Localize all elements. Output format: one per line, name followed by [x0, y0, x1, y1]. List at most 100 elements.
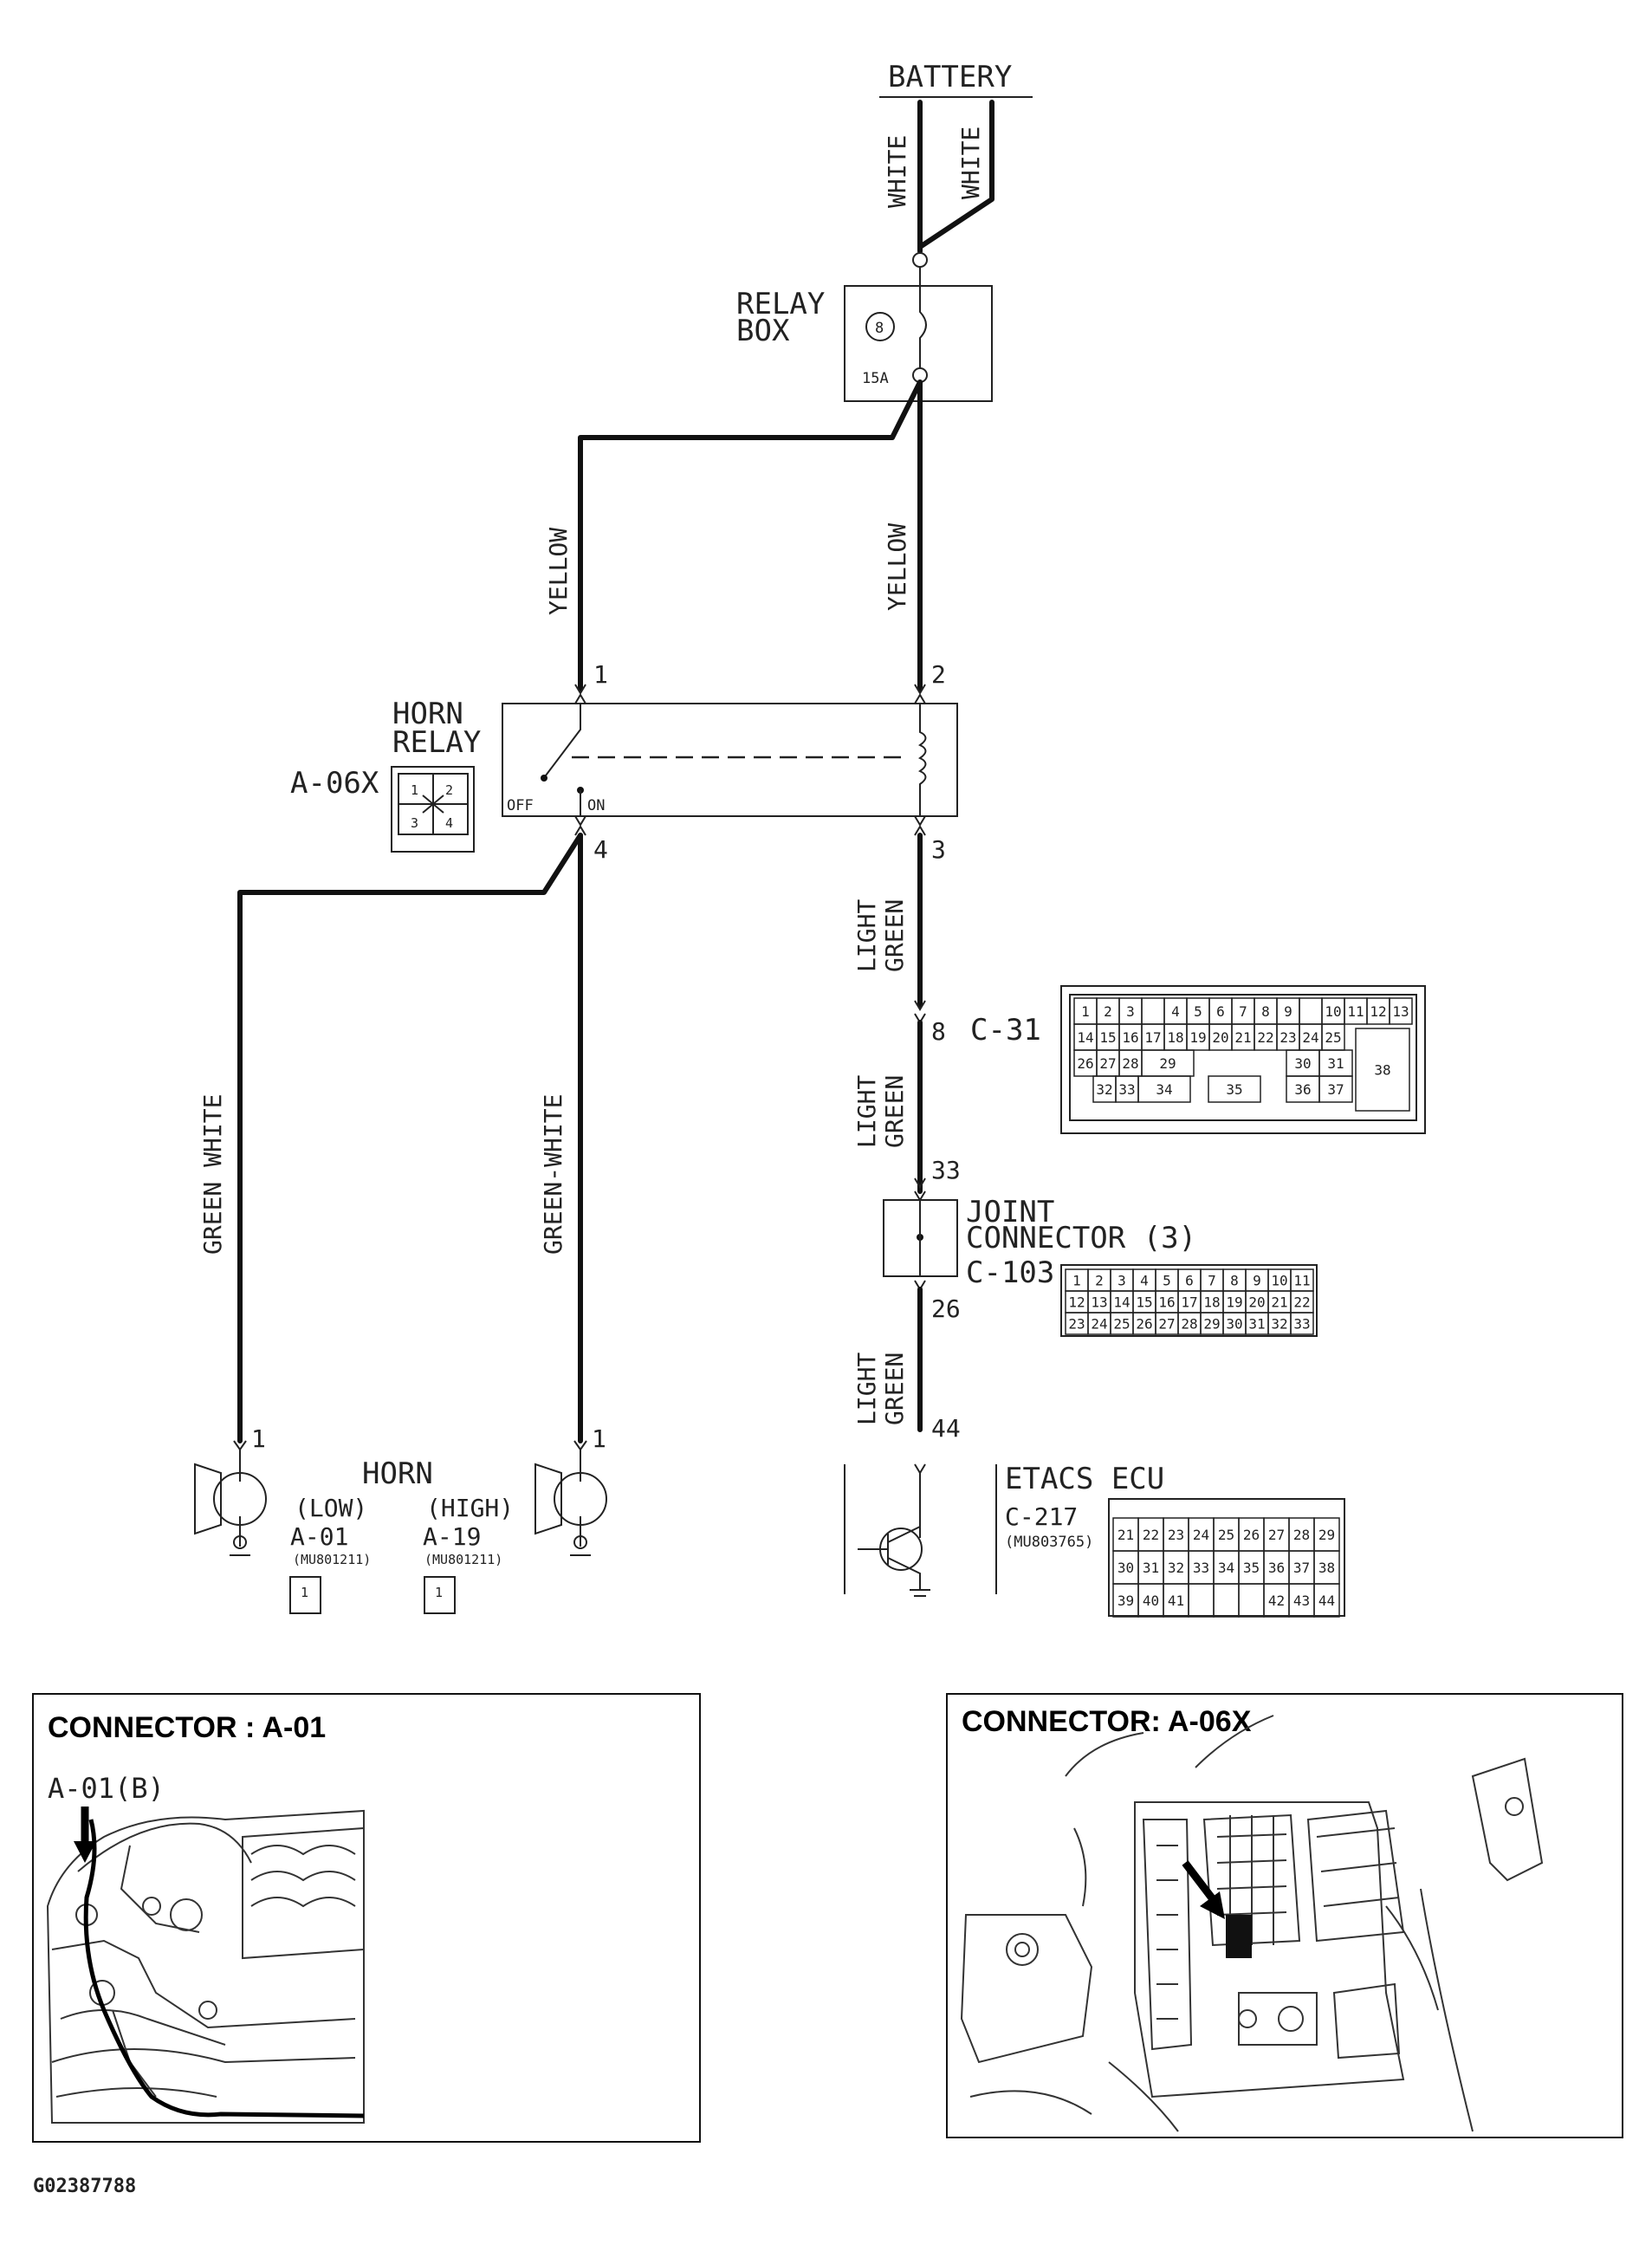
- c103-pin-cell: [1290, 1312, 1314, 1335]
- panel-a01: CONNECTOR : A-01 A-01(B): [32, 1693, 701, 2143]
- horn-relay-pin2: 2: [931, 660, 946, 689]
- c217-pin-label: 33: [1193, 1560, 1209, 1576]
- etacs-pin44: 44: [931, 1414, 961, 1443]
- wire-left-feed: [578, 379, 923, 691]
- c31-pin-label: 2: [1104, 1003, 1112, 1020]
- c103-pin-label: 13: [1091, 1294, 1107, 1311]
- horn-low-connector-face: [289, 1576, 321, 1614]
- c217-pin-cell: [1313, 1583, 1340, 1618]
- c217-pin-label: 26: [1243, 1527, 1260, 1543]
- c217-pin-label: 22: [1143, 1527, 1159, 1543]
- a01-harness: [83, 1819, 365, 2118]
- relay-switch-arm: [545, 704, 581, 776]
- c103-pin-label: 16: [1158, 1294, 1175, 1311]
- wire-lg-2-line2: GREEN: [880, 1075, 909, 1148]
- c103-pin-label: 7: [1208, 1273, 1216, 1289]
- c103-pin-label: 19: [1226, 1294, 1242, 1311]
- panel-a06x: CONNECTOR: A-06X: [946, 1693, 1623, 2138]
- c217-pin-label: 35: [1243, 1560, 1260, 1576]
- joint-connector-pin26: 26: [931, 1294, 961, 1323]
- etacs-transistor-leads: [858, 1526, 921, 1590]
- c31-connector-id: C-31: [970, 1013, 1041, 1048]
- c217-pin-label: 27: [1268, 1527, 1285, 1543]
- c103-pin-label: 17: [1181, 1294, 1197, 1311]
- fuse-rating: 15A: [862, 370, 889, 387]
- wire-horn-low: [237, 833, 583, 1443]
- relay-pin2-terminal: [914, 684, 926, 704]
- c103-pin-label: 27: [1158, 1316, 1175, 1333]
- horn-high-bell: [534, 1463, 562, 1535]
- fuse-element: [919, 267, 927, 368]
- c31-pin33: 33: [931, 1156, 961, 1184]
- c31-pin-cell: [1208, 1075, 1261, 1103]
- c31-pin-label: 18: [1167, 1029, 1183, 1046]
- horn-low-pin: 1: [251, 1424, 266, 1453]
- c217-pin-label: 42: [1268, 1593, 1285, 1609]
- c217-pin-cell: [1213, 1583, 1240, 1618]
- battery-wire-left-color: WHITE: [883, 135, 911, 208]
- relay-state-on: ON: [587, 797, 605, 814]
- a06x-connector-face: 1 2 3 4: [391, 766, 475, 853]
- c103-pin-label: 2: [1095, 1273, 1104, 1289]
- wire-horn-low-color: GREEN WHITE: [198, 1094, 227, 1255]
- etacs-part-no: (MU803765): [1005, 1534, 1093, 1551]
- c217-pin-label: 34: [1218, 1560, 1234, 1576]
- fuse-box-illustration: [960, 1715, 1544, 2132]
- c31-pin-label: 20: [1212, 1029, 1228, 1046]
- c31-pin-cell: [1389, 997, 1413, 1025]
- c217-pin-label: 32: [1168, 1560, 1184, 1576]
- horn-low-bell: [194, 1463, 222, 1535]
- a06x-face-pin2: 2: [445, 782, 453, 798]
- c31-pin-cell: [1137, 1075, 1191, 1103]
- horn-low-ground-terminal: [233, 1535, 247, 1549]
- joint-connector-label-line1: JOINT: [966, 1195, 1054, 1229]
- c217-pin-label: 29: [1318, 1527, 1335, 1543]
- horn-high-ground-terminal: [573, 1535, 587, 1549]
- c31-pin-label: 12: [1370, 1003, 1386, 1020]
- wire-right-feed-color: YELLOW: [883, 523, 911, 611]
- panel-a01-title: CONNECTOR : A-01: [48, 1711, 326, 1744]
- c31-pin-label: 13: [1392, 1003, 1409, 1020]
- fuse-top-terminal: [912, 252, 928, 268]
- c103-pin-label: 22: [1293, 1294, 1310, 1311]
- horn-high-pin: 1: [592, 1424, 606, 1453]
- wire-lg-3-line2: GREEN: [880, 1353, 909, 1425]
- horn-low: 1 (LOW) A-01 (MU801211) 1: [194, 1424, 371, 1614]
- wire-horn-high-color: GREEN-WHITE: [539, 1094, 567, 1255]
- etacs-label: ETACS ECU: [1005, 1462, 1164, 1496]
- c103-pin-label: 33: [1293, 1316, 1310, 1333]
- horn-high: 1 (HIGH) A-19 (MU801211) 1: [423, 1424, 607, 1614]
- c103-pin-label: 14: [1113, 1294, 1130, 1311]
- a06x-arrow-head: [1200, 1891, 1225, 1919]
- panel-a01-frame: [32, 1693, 701, 2143]
- c217-pin-label: 36: [1268, 1560, 1285, 1576]
- c103-pin-label: 6: [1185, 1273, 1194, 1289]
- c103-pin-label: 3: [1118, 1273, 1126, 1289]
- c31-pin-label: 1: [1081, 1003, 1090, 1020]
- c31-pin-label: 37: [1327, 1081, 1344, 1098]
- c103-pin-label: 8: [1230, 1273, 1239, 1289]
- relay-box-label-line2: BOX: [736, 314, 790, 348]
- joint-connector-label-line2: CONNECTOR (3): [966, 1221, 1196, 1255]
- horn-high-label: (HIGH): [426, 1494, 514, 1522]
- c217-pin-label: 41: [1168, 1593, 1184, 1609]
- relay-box-label-line1: RELAY: [736, 287, 825, 321]
- c31-pin-label: 6: [1216, 1003, 1225, 1020]
- c31-pin-label: 30: [1294, 1055, 1311, 1072]
- c31-pin-label: 31: [1327, 1055, 1344, 1072]
- c31-pin-label: 27: [1099, 1055, 1116, 1072]
- c31-pin-label: 25: [1325, 1029, 1341, 1046]
- panel-a01-callout: A-01(B): [48, 1772, 165, 1805]
- c31-pin-label: 22: [1257, 1029, 1273, 1046]
- horn-relay-pin4: 4: [593, 835, 608, 864]
- c217-pin-label: 25: [1218, 1527, 1234, 1543]
- c103-pin-label: 20: [1248, 1294, 1265, 1311]
- c31-pin-label: 11: [1347, 1003, 1364, 1020]
- etacs-ground: [910, 1589, 930, 1597]
- c103-pin-label: 30: [1226, 1316, 1242, 1333]
- horn-low-connector-id: A-01: [290, 1522, 348, 1551]
